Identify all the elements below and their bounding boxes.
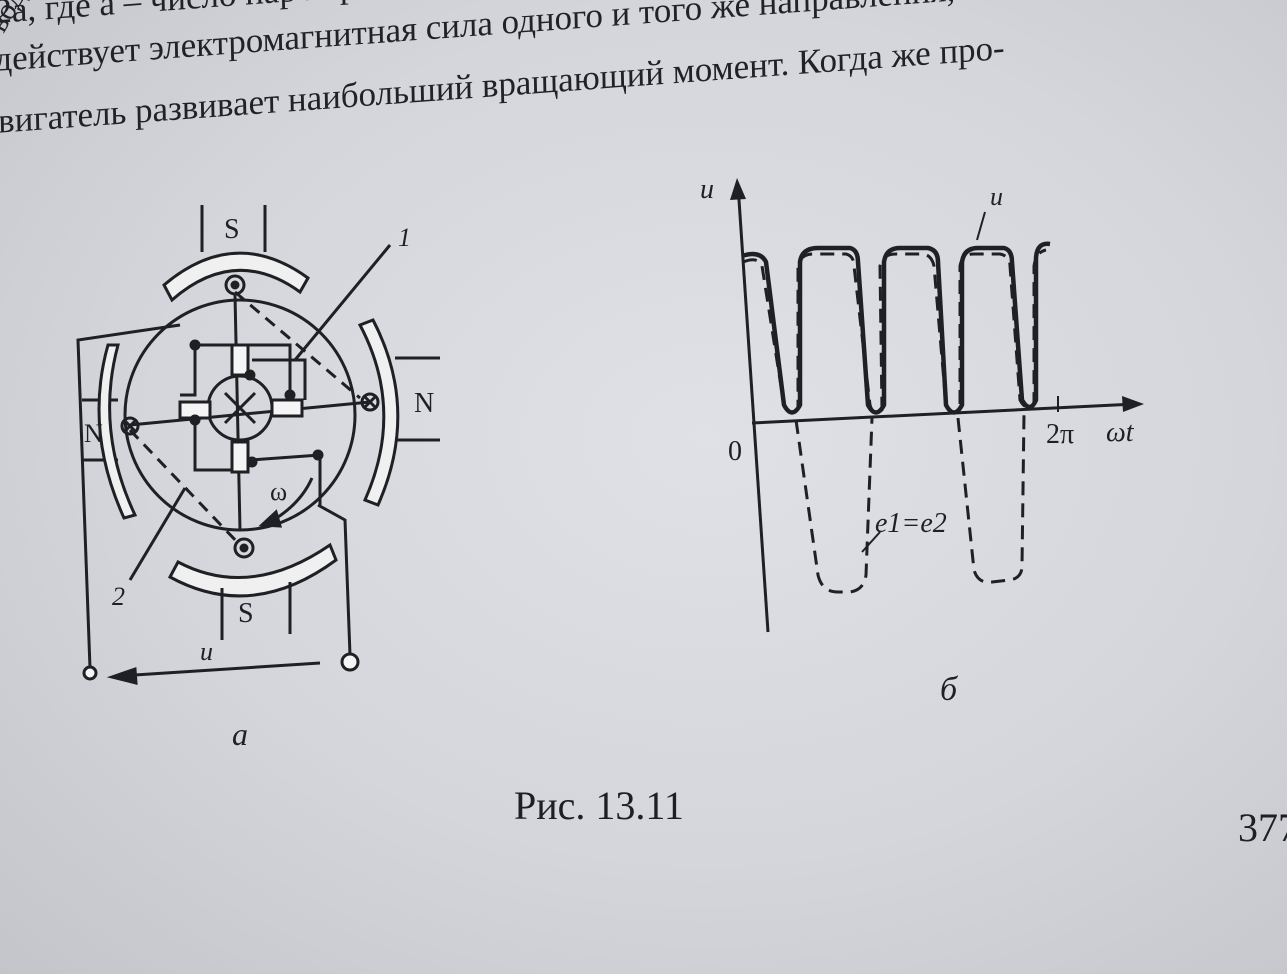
curve-e1-e2 [742,248,1047,415]
curve-e-leader [861,531,881,553]
motor-diagram [76,205,440,685]
figure-caption: Рис. 13.11 [514,783,684,828]
page-number: 377 [1238,805,1287,850]
magnet-bottom [167,542,338,640]
y-axis-arrow [730,178,746,200]
curve-u-leader [976,211,986,241]
curve-u [741,241,1051,415]
sublabel-a: а [232,716,248,752]
conductor-dot-bottom [233,537,255,559]
y-axis-label: u [700,174,714,205]
omega-label: ω [270,477,287,506]
x-axis [751,402,1136,425]
conductor-cross-left [120,416,140,436]
curve-e-label: e1=e2 [875,508,947,539]
magnet-top [162,205,310,303]
curve-e1-e2-negative [794,413,1026,594]
pole-label-left: N [84,419,103,448]
sublabel-b: б [940,671,959,708]
x-axis-label: ωt [1106,417,1135,448]
callout-2: 2 [112,582,125,611]
callout-1: 1 [398,223,411,252]
magnet-left [82,343,138,520]
curve-u-label: u [990,182,1003,211]
terminal-left [82,665,98,681]
origin-label: 0 [728,436,742,467]
conductor-cross-right [360,392,380,412]
voltage-label-a: u [200,637,213,666]
waveform-graph [730,178,1144,633]
x-axis-arrow [1122,396,1144,412]
y-axis [736,184,770,633]
pole-label-bottom: S [238,598,254,629]
two-pi-label: 2π [1046,419,1074,450]
magnet-right [357,318,440,507]
terminal-right [340,652,360,672]
pole-label-top: S [224,214,240,245]
pole-label-right: N [414,388,434,419]
conductor-dot-top [224,274,246,296]
